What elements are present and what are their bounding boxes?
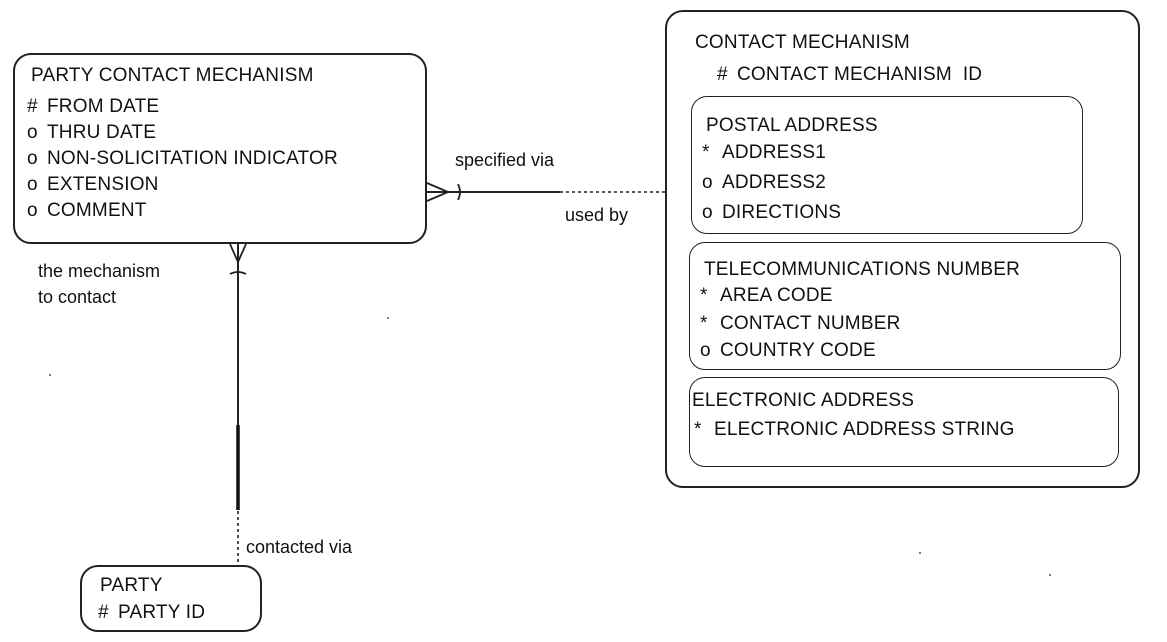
attribute-marker: * <box>694 419 702 440</box>
attribute-marker: o <box>27 174 38 195</box>
relationship-label-used-by: used by <box>565 205 629 225</box>
attribute: o COMMENT <box>27 200 147 222</box>
entity-name: CONTACT MECHANISM <box>695 32 910 53</box>
attribute: o COUNTRY CODE <box>700 340 876 362</box>
attribute-name: AREA CODE <box>720 285 833 306</box>
attribute-marker: # <box>98 602 109 623</box>
attribute-name: COUNTRY CODE <box>720 340 876 361</box>
attribute: o DIRECTIONS <box>702 202 841 224</box>
attribute-marker: o <box>27 200 38 221</box>
subtype-name: TELECOMMUNICATIONS NUMBER <box>704 259 1021 280</box>
attribute-marker: * <box>700 313 708 334</box>
attribute-marker: o <box>702 172 713 193</box>
subtype-name: ELECTRONIC ADDRESS <box>692 390 915 411</box>
party-entity: PARTY # PARTY ID <box>80 565 262 632</box>
attribute: * ADDRESS1 <box>702 142 826 164</box>
relationship-label-contacted-via: contacted via <box>246 537 353 557</box>
attribute-name: ADDRESS1 <box>722 142 827 163</box>
electronic-address-subtype: ELECTRONIC ADDRESS * ELECTRONIC ADDRESS S… <box>689 377 1119 467</box>
attribute: o THRU DATE <box>27 122 156 144</box>
entity-name: PARTY <box>100 575 163 596</box>
attribute-name: FROM DATE <box>47 96 160 117</box>
relationship-contacted-via-line <box>229 243 247 565</box>
attribute-name: ELECTRONIC ADDRESS STRING <box>714 419 1015 440</box>
attribute-marker: # <box>27 96 38 117</box>
attribute: # PARTY ID <box>98 602 205 624</box>
attribute-marker: o <box>27 148 38 169</box>
attribute-name: THRU DATE <box>47 122 157 143</box>
attribute: o ADDRESS2 <box>702 172 826 194</box>
contact-mechanism-entity: CONTACT MECHANISM #CONTACT MECHANISM ID … <box>665 10 1140 488</box>
attribute-marker: * <box>700 285 708 306</box>
attribute-name: NON-SOLICITATION INDICATOR <box>47 148 338 169</box>
relationship-label-mechanism-to-contact: the mechanism to contact <box>38 258 160 310</box>
attribute: * ELECTRONIC ADDRESS STRING <box>694 419 1015 441</box>
attribute-name: CONTACT NUMBER <box>720 313 901 334</box>
attribute-marker: o <box>27 122 38 143</box>
telecommunications-number-subtype: TELECOMMUNICATIONS NUMBER * AREA CODE * CO… <box>689 242 1121 370</box>
relationship-label-specified-via: specified via <box>455 150 555 170</box>
relationship-specified-via-line <box>426 182 665 202</box>
relationship-label-line: the mechanism <box>38 261 161 281</box>
attribute-name: EXTENSION <box>47 174 159 195</box>
attribute-marker: o <box>702 202 713 223</box>
entity-name: PARTY CONTACT MECHANISM <box>31 65 314 86</box>
attribute: o EXTENSION <box>27 174 159 196</box>
attribute: o NON-SOLICITATION INDICATOR <box>27 148 338 170</box>
attribute-marker: o <box>700 340 711 361</box>
attribute: # CONTACT MECHANISM ID <box>717 64 982 86</box>
attribute-marker: # <box>717 64 728 85</box>
party-contact-mechanism-entity: PARTY CONTACT MECHANISM # FROM DATE o THRU… <box>13 53 427 244</box>
attribute: * CONTACT NUMBER <box>700 313 901 335</box>
attribute-name: ADDRESS2 <box>722 172 827 193</box>
attribute: # FROM DATE <box>27 96 159 118</box>
attribute-name: PARTY ID <box>118 602 206 623</box>
attribute: * AREA CODE <box>700 285 833 307</box>
attribute-name: COMMENT <box>47 200 147 221</box>
subtype-name: POSTAL ADDRESS <box>706 115 878 136</box>
relationship-label-line: to contact <box>38 287 117 307</box>
attribute-name: DIRECTIONS <box>722 202 842 223</box>
attribute-name: CONTACT MECHANISM ID <box>737 64 983 85</box>
attribute-marker: * <box>702 142 710 163</box>
